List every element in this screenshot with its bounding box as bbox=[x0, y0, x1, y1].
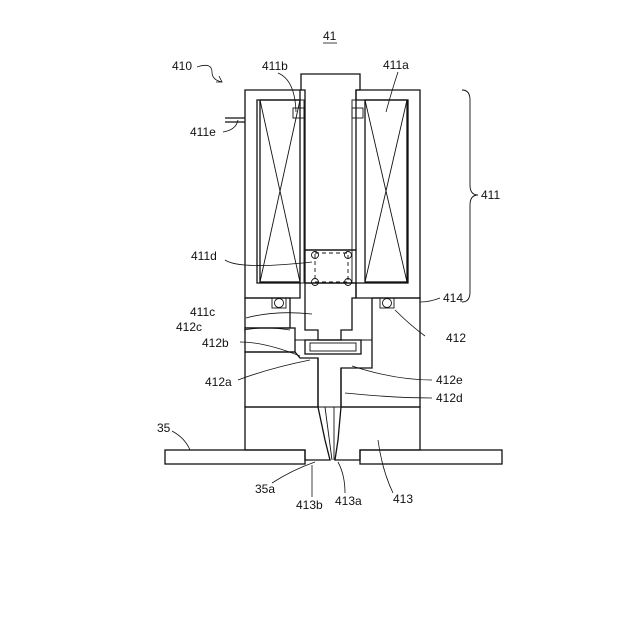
coil-right bbox=[365, 100, 407, 282]
coil-housing-411 bbox=[245, 90, 420, 298]
label-35: 35 bbox=[157, 421, 171, 435]
label-413a: 413a bbox=[335, 494, 362, 508]
label-414: 414 bbox=[443, 291, 463, 305]
label-411b: 411b bbox=[262, 59, 288, 73]
label-411d: 411d bbox=[191, 249, 217, 263]
label-412b: 412b bbox=[202, 336, 229, 350]
labels: 41 410 411b 411a 411e 411 411d 414 411c … bbox=[157, 29, 500, 512]
valve-seal-412b bbox=[305, 340, 361, 354]
base-plate-35 bbox=[165, 450, 502, 464]
fixed-core-411b bbox=[301, 74, 360, 250]
label-412a: 412a bbox=[205, 375, 232, 389]
label-411: 411 bbox=[481, 188, 500, 202]
label-412e: 412e bbox=[436, 373, 463, 387]
label-35a: 35a bbox=[255, 482, 275, 496]
label-411a: 411a bbox=[383, 58, 409, 72]
lead-wire-411e bbox=[225, 118, 245, 122]
label-412c: 412c bbox=[176, 320, 202, 334]
valve-body-412 bbox=[245, 298, 420, 407]
label-412d: 412d bbox=[436, 391, 463, 405]
coil-left bbox=[260, 100, 300, 282]
figure-number: 41 bbox=[323, 29, 337, 43]
label-412: 412 bbox=[446, 331, 466, 345]
label-411e: 411e bbox=[190, 125, 216, 139]
spring-411d bbox=[312, 252, 352, 286]
nozzle-block-413 bbox=[245, 407, 420, 460]
label-410: 410 bbox=[172, 59, 192, 73]
bracket-411 bbox=[462, 90, 478, 302]
label-413b: 413b bbox=[296, 498, 323, 512]
label-413: 413 bbox=[393, 492, 413, 506]
label-411c: 411c bbox=[190, 305, 215, 319]
